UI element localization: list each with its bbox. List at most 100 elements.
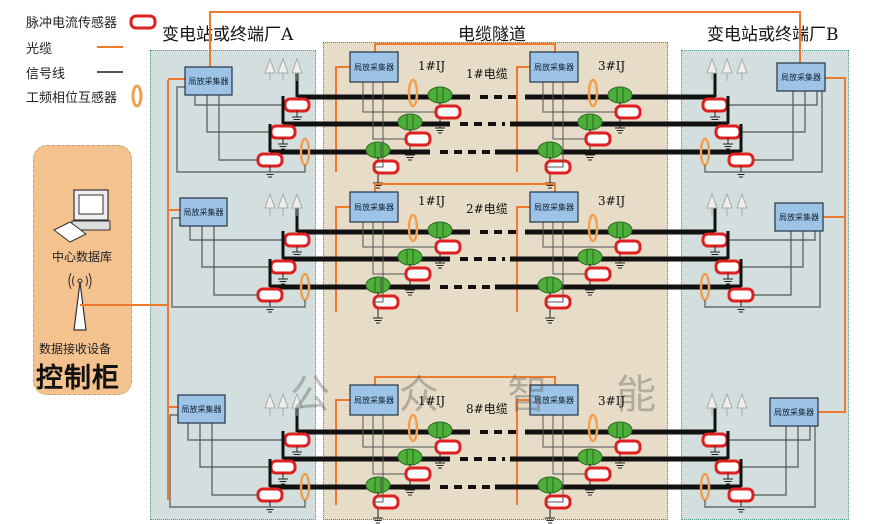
signal-line: [362, 222, 436, 248]
sensor-body: [256, 287, 284, 303]
cable-joint-icon: [607, 86, 633, 104]
joint-body: [427, 221, 453, 239]
fiber-line: [374, 43, 556, 52]
joint-body: [537, 276, 563, 294]
signal-waves: [68, 272, 92, 290]
sensor-body: [269, 459, 297, 475]
surge-arrester-icon: [736, 192, 748, 216]
surge-arrester-icon: [264, 57, 276, 81]
joint-body: [607, 221, 633, 239]
surge-arrester-icon: [736, 392, 748, 416]
signal-line: [213, 226, 258, 296]
joint-body: [607, 86, 633, 104]
data-receiver-label: 数据接收设备: [39, 342, 112, 356]
signal-line: [727, 426, 811, 441]
joint-body: [397, 113, 423, 131]
surge-arrester-icon: [277, 392, 289, 416]
antenna-tip: [77, 278, 83, 284]
joint-right-label: 3#IJ: [598, 59, 626, 73]
pulse-current-sensor-icon: [283, 97, 311, 113]
sensor-body: [256, 487, 284, 503]
cable-joint-icon: [537, 276, 563, 294]
cable-joint-icon: [577, 248, 603, 266]
surge-arrester-icon: [706, 57, 718, 81]
sensor-body: [434, 439, 462, 455]
joint-body: [397, 448, 423, 466]
joint-body: [577, 448, 603, 466]
ground-icon: [723, 273, 733, 285]
fiber-line: [516, 66, 530, 172]
fiber-line: [516, 206, 530, 312]
signal-line: [552, 222, 586, 275]
fiber-line: [335, 66, 350, 172]
joint-right-label: 3#IJ: [598, 194, 626, 208]
signal-line: [727, 91, 818, 106]
signal-line: [211, 423, 258, 496]
pd-collector-box: [179, 197, 228, 227]
pulse-current-sensor-icon: [269, 259, 297, 275]
phase-ct-icon: [587, 78, 599, 108]
sensor-body: [727, 487, 755, 503]
cable-joint-icon: [607, 221, 633, 239]
signal-line: [206, 95, 271, 133]
legend-fiber-label: 光缆: [26, 42, 53, 57]
cable-joint-icon: [577, 113, 603, 131]
signal-line: [176, 86, 306, 173]
ground-icon: [710, 111, 720, 123]
antenna-icon: [68, 272, 92, 331]
signal-line: [201, 226, 271, 268]
pd-collector-label: 局放采集器: [781, 72, 821, 82]
ground-icon: [710, 446, 720, 458]
pd-collector-label: 局放采集器: [354, 395, 394, 405]
pd-collector: 局放采集器: [529, 384, 579, 416]
ground-icon: [292, 111, 302, 123]
sensor-body: [283, 432, 311, 448]
pulse-current-sensor-icon: [584, 466, 612, 482]
pd-collector-label: 局放采集器: [779, 212, 819, 222]
pulse-current-sensor-icon: [283, 232, 311, 248]
cable-joint-icon: [427, 221, 453, 239]
sensor-body: [727, 287, 755, 303]
sensor-body: [701, 97, 729, 113]
sensor-body: [584, 131, 612, 147]
phase-ct-icon: [407, 78, 419, 108]
signal-line: [753, 426, 787, 496]
signal-line: [740, 426, 799, 468]
pd-collector-box: [177, 394, 226, 424]
cable-joint-icon: [607, 421, 633, 439]
pd-collector-box: [349, 51, 399, 83]
signal-line: [727, 231, 816, 241]
tunnel-title: 电缆隧道: [458, 25, 526, 45]
pd-collector-label: 局放采集器: [534, 62, 574, 72]
ground-icon: [710, 246, 720, 258]
ground-icon: [278, 273, 288, 285]
sensor-body: [614, 439, 642, 455]
phase-ct-icon: [587, 213, 599, 243]
pd-collector: 局放采集器: [349, 191, 399, 223]
signal-line: [704, 426, 816, 508]
pulse-current-sensor-icon: [614, 239, 642, 255]
joint-body: [607, 421, 633, 439]
pulse-current-sensor-icon: [256, 487, 284, 503]
cable-joint-icon: [397, 113, 423, 131]
signal-line: [189, 226, 285, 241]
legend-signal-label: 信号线: [26, 67, 66, 82]
signal-line: [372, 415, 406, 475]
cable-joint-icon: [397, 248, 423, 266]
surge-arrester-icon: [721, 192, 733, 216]
pulse-current-sensor-icon: [701, 432, 729, 448]
signal-line: [542, 415, 616, 448]
pd-collector-box: [529, 384, 579, 416]
fiber-line: [335, 399, 350, 505]
sensor-body: [269, 124, 297, 140]
ground-icon: [278, 473, 288, 485]
pulse-current-sensor-icon: [404, 466, 432, 482]
signal-line: [546, 82, 564, 168]
pulse-current-sensor-icon: [404, 266, 432, 282]
fiber-line: [209, 11, 801, 67]
sensor-body: [714, 259, 742, 275]
pd-collector-box: [774, 202, 824, 232]
signal-line: [546, 415, 564, 503]
sensor-body: [283, 232, 311, 248]
ground-icon: [545, 512, 555, 524]
